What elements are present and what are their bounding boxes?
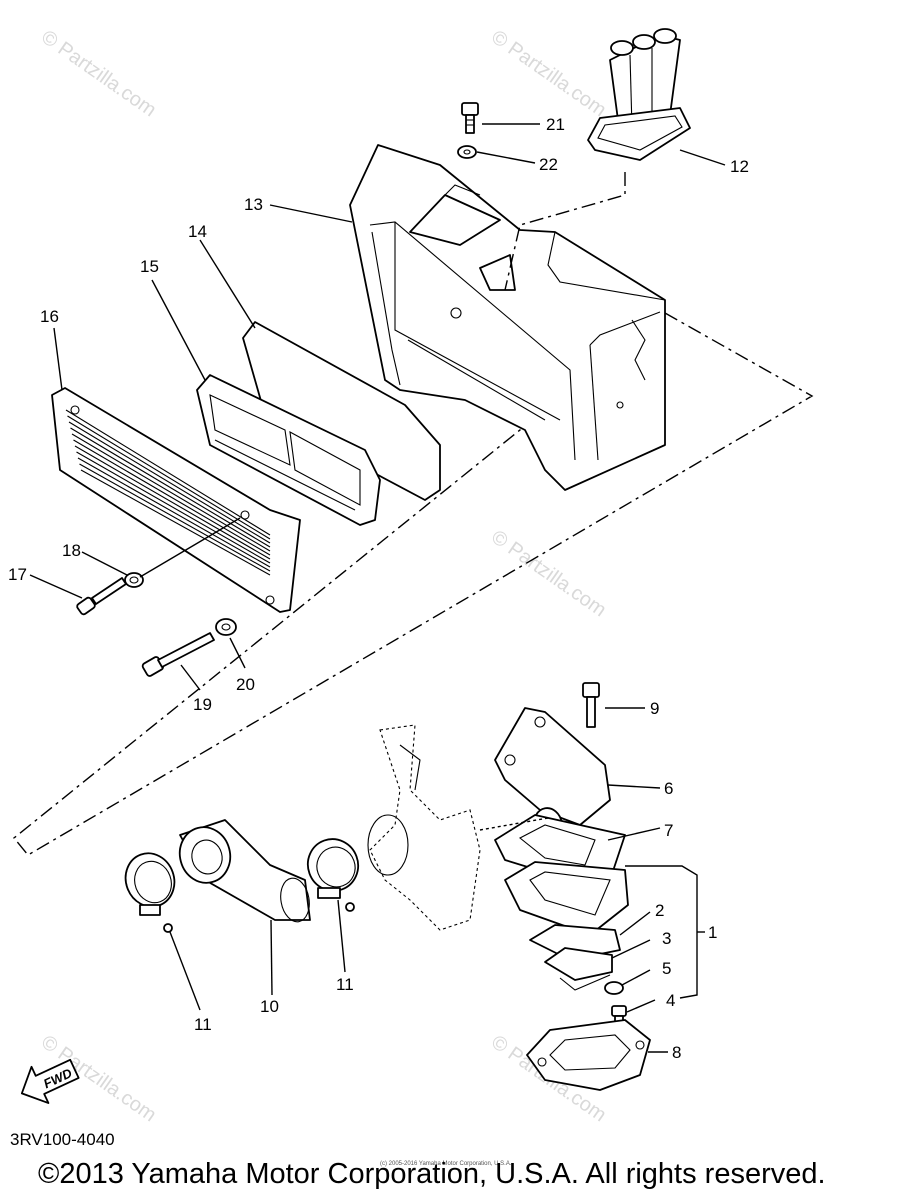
cover-fin xyxy=(70,427,271,548)
watermark-3: © Partzilla.com xyxy=(487,526,610,621)
carburetor-outline xyxy=(367,724,481,931)
label-11-right: 11 xyxy=(336,975,354,994)
label-6: 6 xyxy=(664,779,673,798)
label-15: 15 xyxy=(140,257,159,276)
cover-fin xyxy=(68,421,271,544)
leader-lines xyxy=(29,123,726,1053)
cover-fin xyxy=(73,439,271,556)
washer-22-part xyxy=(457,145,477,159)
small-copyright: (c) 2005-2016 Yamaha Motor Corporation, … xyxy=(380,1161,512,1167)
cover-fin xyxy=(76,451,271,564)
washer-5-part xyxy=(604,981,624,995)
label-3: 3 xyxy=(662,929,671,948)
watermark-1: © Partzilla.com xyxy=(37,26,160,121)
label-4: 4 xyxy=(666,991,675,1010)
cover-fins xyxy=(65,409,271,576)
label-19: 19 xyxy=(193,695,212,714)
label-12: 12 xyxy=(730,157,749,176)
cover-fin xyxy=(65,409,271,536)
label-2: 2 xyxy=(655,901,664,920)
label-1: 1 xyxy=(708,923,717,942)
reed-valve-part xyxy=(504,861,629,936)
cover-fin xyxy=(71,433,271,552)
joint-10-part xyxy=(178,819,311,923)
bolt-21-part xyxy=(461,102,479,134)
part-numbers: 21 22 12 13 14 15 16 17 18 19 20 9 6 7 2… xyxy=(8,115,749,1062)
assembly-boundary xyxy=(13,312,814,856)
cover-fin xyxy=(77,457,271,568)
clamp-11-right-part xyxy=(306,838,360,912)
air-filter-case-part xyxy=(349,144,666,491)
label-5: 5 xyxy=(662,959,671,978)
clamp-11-left-part xyxy=(124,852,176,933)
intake-pipe-part xyxy=(587,28,691,161)
label-17: 17 xyxy=(8,565,27,584)
washer-18-part xyxy=(124,572,144,588)
cover-fin xyxy=(74,445,271,560)
label-20: 20 xyxy=(236,675,255,694)
label-21: 21 xyxy=(546,115,565,134)
copyright-notice: ©2013 Yamaha Motor Corporation, U.S.A. A… xyxy=(38,1158,826,1190)
label-13: 13 xyxy=(244,195,263,214)
cover-fin xyxy=(79,463,271,572)
cover-16-part xyxy=(51,387,301,613)
bolt-9-part xyxy=(582,682,600,728)
label-18: 18 xyxy=(62,541,81,560)
stopper-3-part xyxy=(544,947,613,991)
element-15-part xyxy=(196,374,381,526)
label-8: 8 xyxy=(672,1043,681,1062)
label-16: 16 xyxy=(40,307,59,326)
diagram-code: 3RV100-4040 xyxy=(10,1130,115,1149)
cover-fin xyxy=(67,415,271,540)
cover-fin xyxy=(80,469,271,576)
label-22: 22 xyxy=(539,155,558,174)
label-7: 7 xyxy=(664,821,673,840)
washer-20-part xyxy=(215,618,237,636)
label-9: 9 xyxy=(650,699,659,718)
screw-19-part xyxy=(141,632,215,677)
watermarks: © Partzilla.com © Partzilla.com © Partzi… xyxy=(37,26,610,1126)
screw-17-part xyxy=(76,577,127,616)
gasket-8-part xyxy=(526,1019,651,1091)
label-14: 14 xyxy=(188,222,207,241)
label-11-left: 11 xyxy=(194,1015,212,1034)
label-10: 10 xyxy=(260,997,279,1016)
watermark-2: © Partzilla.com xyxy=(487,26,610,121)
